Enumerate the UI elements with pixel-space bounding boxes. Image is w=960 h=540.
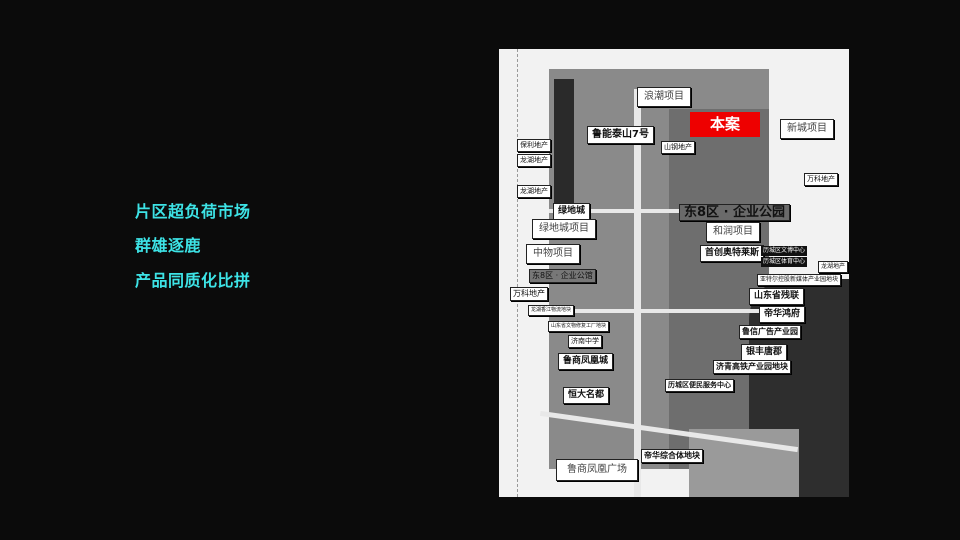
map-label: 新城项目 xyxy=(780,119,834,139)
point-3: 产品同质化比拼 xyxy=(135,271,251,290)
map-label: 龙湖地产 xyxy=(517,185,551,198)
map-label: 济青高铁产业园地块 xyxy=(713,360,791,374)
map-label: 龙湖香江物流地块 xyxy=(528,305,575,316)
map-road xyxy=(549,209,779,213)
map-label: 保利地产 xyxy=(517,139,551,152)
map-label: 历城区体育中心 xyxy=(761,257,808,267)
map-label: 万科地产 xyxy=(804,173,838,186)
map-label: 东8区 · 企业公园 xyxy=(679,204,791,221)
map-label: 中物项目 xyxy=(526,244,580,264)
map-road xyxy=(634,89,641,497)
map-label: 济南中学 xyxy=(568,335,602,348)
map-label-highlight: 本案 xyxy=(690,112,761,137)
map-label: 亚特尔控股新媒体产业园地块 xyxy=(757,274,842,286)
map-label: 绿地城 xyxy=(553,203,591,220)
map-label: 历城区文博中心 xyxy=(761,246,808,256)
map-dark-strip xyxy=(554,79,574,209)
map-label: 浪潮项目 xyxy=(637,87,691,107)
map-label: 鲁信广告产业园 xyxy=(739,325,801,339)
map-label: 山东省残联 xyxy=(749,288,805,305)
map-label: 万科地产 xyxy=(510,287,548,301)
map-boundary xyxy=(517,49,518,497)
map-label: 龙湖地产 xyxy=(517,154,551,167)
map-label: 帝华鸿府 xyxy=(759,306,806,323)
map-label: 绿地城项目 xyxy=(532,219,596,239)
map-label: 帝华综合体地块 xyxy=(641,449,703,463)
map-label: 山东省文物修复工厂地块 xyxy=(548,321,610,332)
area-map: 浪潮项目 本案 新城项目 鲁能泰山7号 保利地产 龙湖地产 山钢地产 万科地产 … xyxy=(499,49,849,497)
map-road xyxy=(549,309,779,313)
map-label: 和润项目 xyxy=(706,222,760,242)
map-label: 山钢地产 xyxy=(661,141,695,154)
map-label: 首创奥特莱斯 xyxy=(700,245,765,262)
map-label: 鲁商凤凰广场 xyxy=(556,459,638,481)
map-label: 鲁能泰山7号 xyxy=(587,126,654,144)
map-label: 历城区便民服务中心 xyxy=(665,379,734,392)
point-1: 片区超负荷市场 xyxy=(135,202,251,221)
map-label: 恒大名都 xyxy=(563,387,610,404)
map-label: 龙湖地产 xyxy=(818,261,849,273)
map-label: 鲁商凤凰城 xyxy=(558,353,614,370)
point-2: 群雄逐鹿 xyxy=(135,236,202,255)
map-label: 东8区 · 企业公馆 xyxy=(529,269,596,283)
map-label: 银丰唐郡 xyxy=(741,344,788,361)
